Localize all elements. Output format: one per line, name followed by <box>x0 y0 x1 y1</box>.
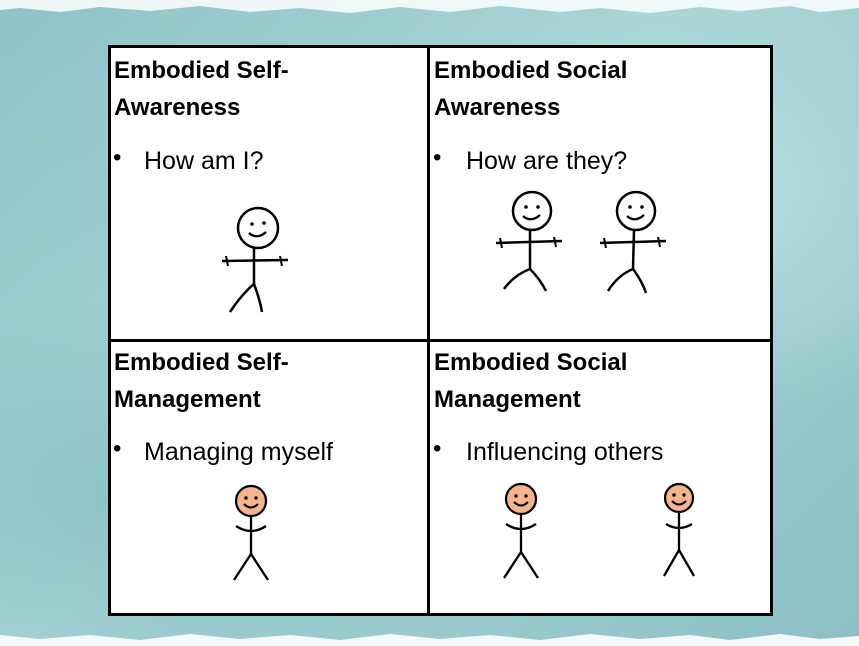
quadrant-title-line1: Embodied Social <box>434 349 628 376</box>
colored-stick-figure-icon <box>663 482 695 577</box>
quadrant-self-awareness: Embodied Self- Awareness • How am I? <box>111 48 427 339</box>
quadrant-title-line1: Embodied Self- <box>114 57 289 84</box>
stick-figure-icon <box>221 206 289 313</box>
quadrant-grid <box>108 45 773 616</box>
quadrant-social-awareness: Embodied Social Awareness • How are they… <box>430 48 770 339</box>
colored-stick-figure-icon <box>233 484 269 581</box>
quadrant-title-line2: Management <box>434 386 581 413</box>
bullet-text: Managing myself <box>144 438 333 466</box>
torn-edge-bottom <box>0 634 859 646</box>
quadrant-title-line2: Management <box>114 386 261 413</box>
bullet-glyph: • <box>433 144 442 171</box>
grid-horizontal-divider <box>108 339 773 342</box>
quadrant-title-line1: Embodied Self- <box>114 349 289 376</box>
stick-figure-icon <box>599 190 667 294</box>
bullet-text: How am I? <box>144 147 264 175</box>
bullet-text: Influencing others <box>466 438 664 466</box>
torn-edge-top <box>0 0 859 13</box>
bullet-glyph: • <box>113 435 122 462</box>
stick-figure-icon <box>495 190 563 292</box>
bullet-text: How are they? <box>466 147 628 175</box>
quadrant-self-management: Embodied Self- Management • Managing mys… <box>111 342 427 613</box>
grid-vertical-divider <box>427 45 430 616</box>
bullet-glyph: • <box>113 144 122 171</box>
quadrant-title-line1: Embodied Social <box>434 57 628 84</box>
bullet-glyph: • <box>433 435 442 462</box>
quadrant-title-line2: Awareness <box>114 94 241 121</box>
colored-stick-figure-icon <box>503 482 539 579</box>
quadrant-title-line2: Awareness <box>434 94 561 121</box>
quadrant-social-management: Embodied Social Management • Influencing… <box>430 342 770 613</box>
